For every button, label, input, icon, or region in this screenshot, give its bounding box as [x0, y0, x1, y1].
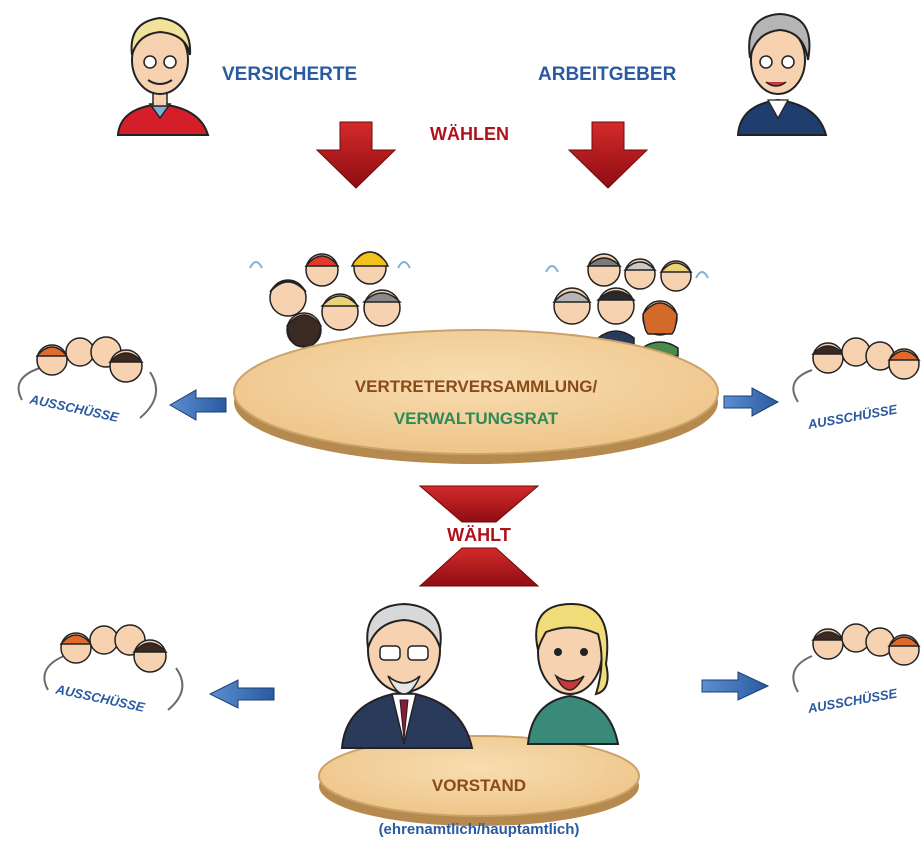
elects-label: WÄHLT	[447, 525, 511, 545]
insured-person-icon	[116, 16, 210, 136]
committees-group-lower-left-icon	[43, 624, 184, 711]
committees-group-upper-right-icon	[792, 337, 921, 403]
employer-person-icon	[736, 12, 828, 136]
elect-label: WÄHLEN	[430, 124, 509, 144]
committees-group-lower-right-icon	[792, 623, 921, 693]
board-member-woman-icon	[526, 602, 620, 745]
assembly-label-line1: VERTRETERVERSAMMLUNG/	[355, 377, 598, 396]
employer-label: ARBEITGEBER	[538, 64, 677, 85]
board-label: VORSTAND	[432, 776, 526, 795]
committees-label-upper-left: AUSSCHÜSSE	[28, 391, 121, 425]
board-table	[318, 735, 640, 826]
elects-arrow	[418, 485, 540, 587]
committees-label-upper-right: AUSSCHÜSSE	[806, 401, 899, 432]
board-subtitle: (ehrenamtlich/hauptamtlich)	[379, 821, 580, 838]
arrow-to-committees-lower-right	[701, 671, 770, 701]
arrow-to-committees-upper-left	[168, 389, 227, 421]
elect-arrow-right	[567, 121, 649, 189]
committees-group-upper-left-icon	[17, 336, 158, 419]
insured-label: VERSICHERTE	[222, 64, 357, 85]
assembly-table	[233, 329, 719, 464]
arrow-to-committees-lower-left	[208, 679, 275, 709]
arrow-to-committees-upper-right	[723, 387, 780, 417]
assembly-label-line2: VERWALTUNGSRAT	[394, 409, 559, 428]
committees-label-lower-right: AUSSCHÜSSE	[806, 685, 899, 716]
elect-arrow-left	[315, 121, 397, 189]
committees-label-lower-left: AUSSCHÜSSE	[54, 681, 147, 715]
board-member-man-icon	[340, 602, 474, 749]
